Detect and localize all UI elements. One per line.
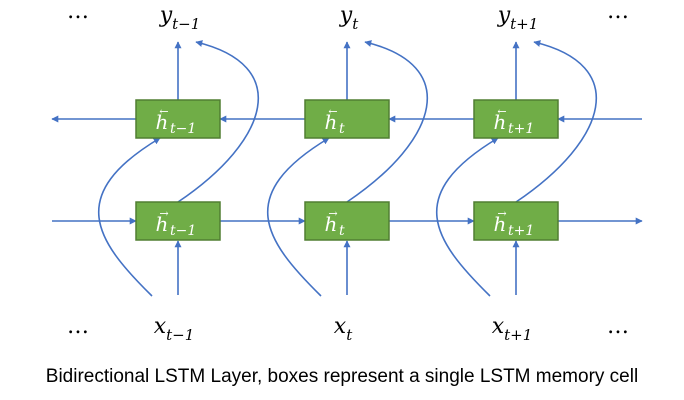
forward-to-output-curve <box>515 40 597 203</box>
direction-arrow-glyph: ← <box>497 105 506 118</box>
direction-arrow-glyph: → <box>497 207 506 220</box>
ellipsis-bottom-left: … <box>67 314 89 339</box>
output-label: yt−1 <box>159 3 201 33</box>
cell-h-symbol: h <box>156 110 169 134</box>
cell-h-symbol: h <box>494 110 507 134</box>
direction-arrow-glyph: ← <box>328 105 337 118</box>
input-label: xt−1 <box>154 314 195 344</box>
output-label: yt <box>339 3 359 33</box>
cell-h-symbol: h <box>325 110 338 134</box>
forward-to-output-curve <box>346 40 428 203</box>
input-to-backward-curve <box>267 137 330 297</box>
input-to-backward-curve <box>98 137 161 297</box>
direction-arrow-glyph: → <box>328 207 337 220</box>
input-to-backward-curve <box>436 137 499 297</box>
cell-subscript: t−1 <box>170 223 196 239</box>
cell-subscript: t+1 <box>508 121 534 137</box>
ellipsis-top-right: … <box>607 0 629 24</box>
lstm-cell-box <box>304 99 390 139</box>
ellipsis-bottom-right: … <box>607 314 629 339</box>
lstm-cell-box <box>304 201 390 241</box>
direction-arrow-glyph: ← <box>159 105 168 118</box>
cell-h-symbol: h <box>494 212 507 236</box>
caption: Bidirectional LSTM Layer, boxes represen… <box>45 366 639 387</box>
cell-subscript: t <box>339 121 345 137</box>
cell-h-symbol: h <box>325 212 338 236</box>
output-label: yt+1 <box>497 3 539 33</box>
lstm-cell-box <box>473 201 559 241</box>
input-label: xt+1 <box>492 314 533 344</box>
lstm-cell-box <box>135 201 221 241</box>
cell-subscript: t−1 <box>170 121 196 137</box>
direction-arrow-glyph: → <box>159 207 168 220</box>
cell-subscript: t+1 <box>508 223 534 239</box>
lstm-cell-box <box>473 99 559 139</box>
lstm-cell-box <box>135 99 221 139</box>
forward-to-output-curve <box>177 40 259 203</box>
input-label: xt <box>334 314 353 344</box>
cell-h-symbol: h <box>156 212 169 236</box>
cell-subscript: t <box>339 223 345 239</box>
ellipsis-top-left: … <box>67 0 89 24</box>
